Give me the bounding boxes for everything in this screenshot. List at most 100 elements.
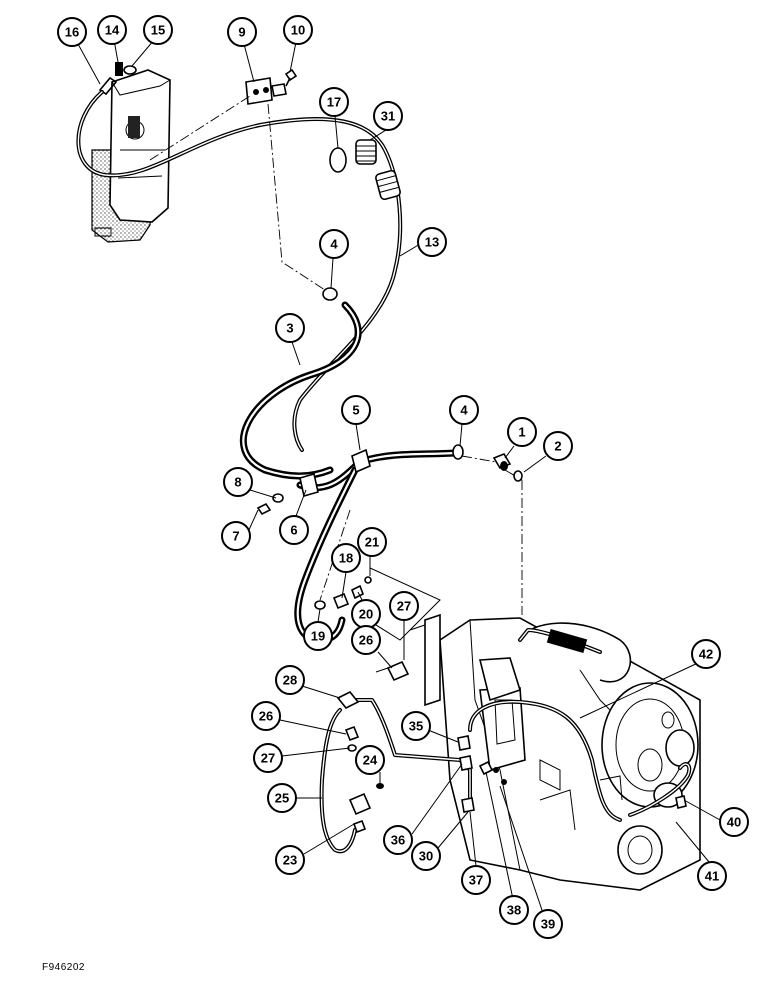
callout-7: 7 xyxy=(221,521,251,551)
clamp-6 xyxy=(299,472,319,498)
figure-id: F946202 xyxy=(42,962,85,973)
svg-text:27: 27 xyxy=(397,599,411,614)
svg-text:4: 4 xyxy=(460,403,468,418)
callout-15: 15 xyxy=(143,15,173,45)
svg-text:27: 27 xyxy=(261,751,275,766)
callout-17: 17 xyxy=(319,87,349,117)
svg-text:14: 14 xyxy=(105,23,120,38)
callout-27-upper: 27 xyxy=(389,591,419,621)
fitting-1 xyxy=(492,453,512,471)
callout-24: 24 xyxy=(355,745,385,775)
callout-19: 19 xyxy=(303,621,333,651)
svg-text:20: 20 xyxy=(359,607,373,622)
callout-16: 16 xyxy=(57,17,87,47)
svg-text:3: 3 xyxy=(286,321,293,336)
svg-text:26: 26 xyxy=(259,709,273,724)
callout-30: 30 xyxy=(411,841,441,871)
callout-5: 5 xyxy=(341,395,371,425)
tube-25 xyxy=(319,708,357,854)
callout-42: 42 xyxy=(691,639,721,669)
svg-text:8: 8 xyxy=(234,475,241,490)
svg-text:39: 39 xyxy=(541,917,555,932)
callout-4-lower: 4 xyxy=(449,395,479,425)
svg-text:30: 30 xyxy=(419,849,433,864)
callout-31: 31 xyxy=(373,101,403,131)
callout-6: 6 xyxy=(279,515,309,545)
callout-36: 36 xyxy=(383,825,413,855)
svg-text:35: 35 xyxy=(409,719,423,734)
oring-2 xyxy=(513,470,523,482)
callout-1: 1 xyxy=(507,417,537,447)
svg-text:18: 18 xyxy=(339,551,353,566)
svg-text:7: 7 xyxy=(232,529,239,544)
fitting-group-18-21 xyxy=(314,567,441,641)
svg-text:41: 41 xyxy=(705,869,719,884)
callout-23: 23 xyxy=(275,845,305,875)
callout-21: 21 xyxy=(357,527,387,557)
callout-10: 10 xyxy=(283,15,313,45)
line-42 xyxy=(468,699,622,822)
callout-41: 41 xyxy=(697,861,727,891)
svg-text:25: 25 xyxy=(275,791,289,806)
svg-text:1: 1 xyxy=(518,425,525,440)
callout-13: 13 xyxy=(417,227,447,257)
svg-text:13: 13 xyxy=(425,235,439,250)
svg-text:23: 23 xyxy=(283,853,297,868)
callout-27-lower: 27 xyxy=(253,743,283,773)
tube-30 xyxy=(348,698,472,802)
callout-35: 35 xyxy=(401,711,431,741)
bracket-9 xyxy=(245,77,287,105)
callout-8: 8 xyxy=(223,467,253,497)
svg-text:31: 31 xyxy=(381,109,395,124)
callout-14: 14 xyxy=(97,15,127,45)
svg-text:2: 2 xyxy=(554,439,561,454)
svg-text:4: 4 xyxy=(330,237,338,252)
clamp-5 xyxy=(351,448,371,474)
elbow-23 xyxy=(348,792,372,834)
callout-4-upper: 4 xyxy=(319,229,349,259)
callout-20: 20 xyxy=(351,599,381,629)
callout-40: 40 xyxy=(719,807,749,837)
callouts: 16 14 15 9 10 17 31 13 4 3 5 4 1 2 8 7 6… xyxy=(57,15,749,939)
transmission-housing xyxy=(409,613,701,891)
fitting-26-upper xyxy=(375,660,410,682)
svg-text:21: 21 xyxy=(365,535,379,550)
callout-18: 18 xyxy=(331,543,361,573)
callout-26-upper: 26 xyxy=(351,625,381,655)
svg-text:6: 6 xyxy=(290,523,297,538)
fittings-35-39 xyxy=(457,735,507,813)
control-valve-housing xyxy=(91,69,171,243)
svg-text:5: 5 xyxy=(352,403,359,418)
bolt-7 xyxy=(256,502,272,516)
fitting-26-lower xyxy=(344,725,360,742)
top-fittings xyxy=(98,62,137,96)
svg-text:16: 16 xyxy=(65,25,79,40)
callout-9: 9 xyxy=(227,17,257,47)
svg-text:26: 26 xyxy=(359,633,373,648)
oring-24 xyxy=(376,783,384,789)
callout-38: 38 xyxy=(499,895,529,925)
callout-26-lower: 26 xyxy=(251,701,281,731)
svg-text:10: 10 xyxy=(291,23,305,38)
clamp-17 xyxy=(329,147,347,173)
callout-2: 2 xyxy=(543,431,573,461)
svg-text:42: 42 xyxy=(699,647,713,662)
svg-text:19: 19 xyxy=(311,629,325,644)
spring-guards-31 xyxy=(355,139,401,201)
hose-3 xyxy=(239,301,362,480)
line-40-41 xyxy=(628,762,692,817)
callout-28: 28 xyxy=(275,665,305,695)
svg-text:36: 36 xyxy=(391,833,405,848)
svg-text:24: 24 xyxy=(363,753,378,768)
clamp-4-lower xyxy=(452,444,464,460)
callout-25: 25 xyxy=(267,783,297,813)
bolt-10 xyxy=(284,68,298,87)
svg-text:38: 38 xyxy=(507,903,521,918)
svg-text:15: 15 xyxy=(151,23,165,38)
elbow-28 xyxy=(336,690,360,710)
callout-3: 3 xyxy=(275,313,305,343)
leader-lines xyxy=(77,39,721,917)
svg-text:17: 17 xyxy=(327,95,341,110)
svg-text:37: 37 xyxy=(469,873,483,888)
